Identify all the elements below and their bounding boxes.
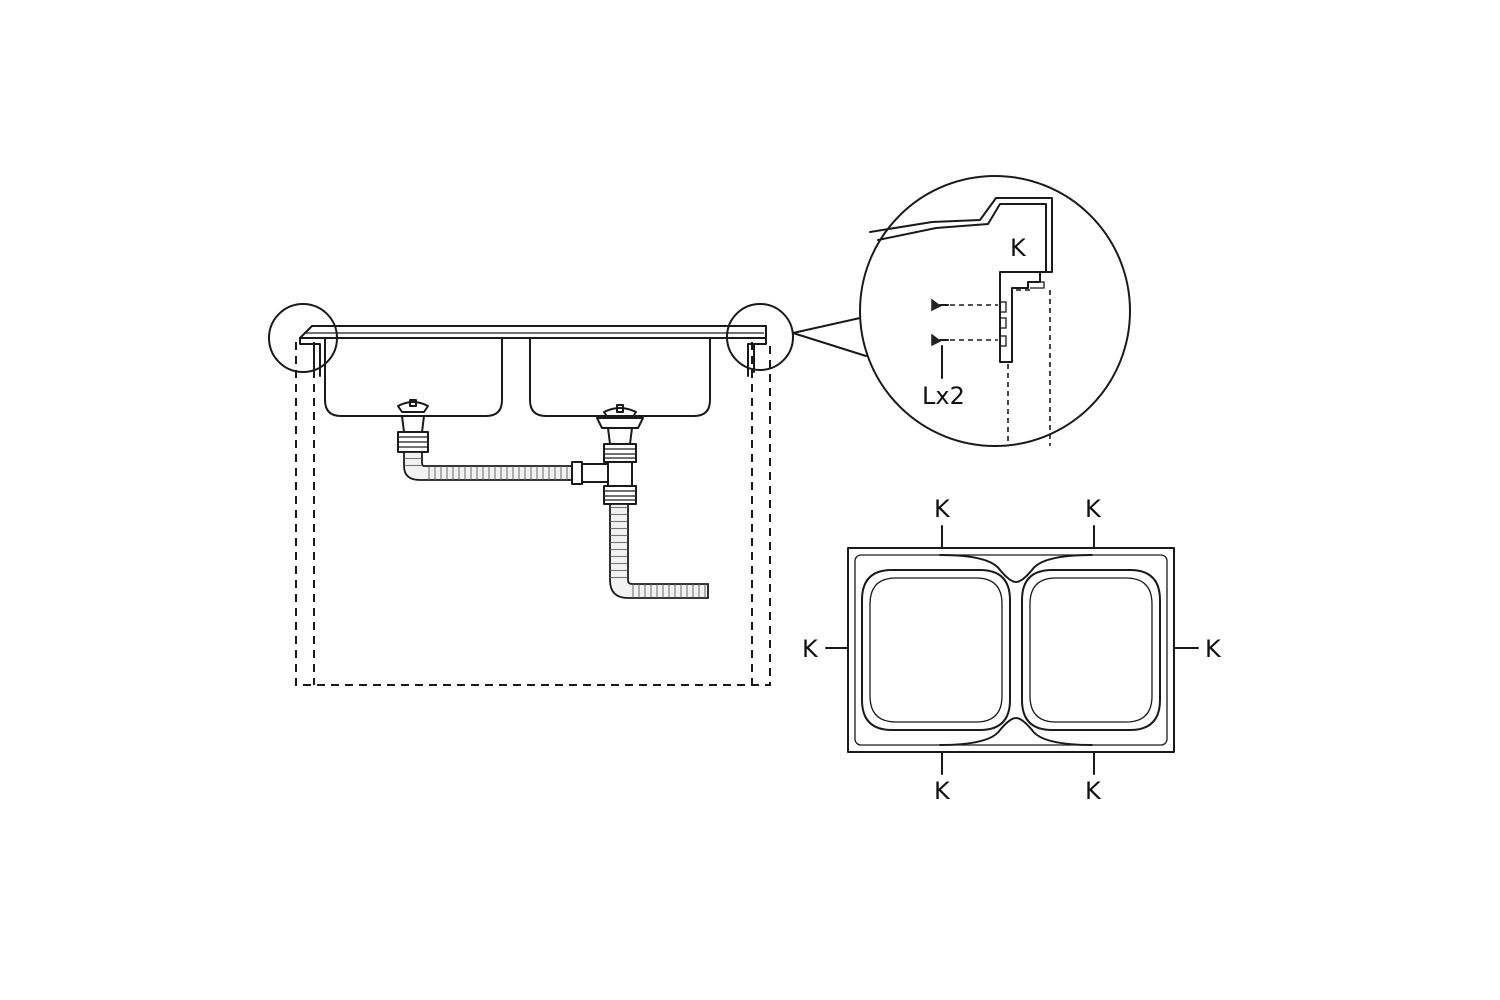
clip-label-detail: K [1010,234,1027,262]
cabinet-outline [295,342,771,686]
bowl-right [529,337,711,417]
overflow-hose [403,451,583,485]
bowl-left-top [861,569,1011,731]
detail-circle-right [726,303,794,371]
clip-label-right: K [1205,635,1222,663]
side-view [268,303,794,686]
detail-callout: Lx2 K [792,175,1131,447]
clip-label-top-right: K [1085,495,1102,523]
bowl-right-top [1021,569,1161,731]
screw-icon [931,333,998,347]
strainer-left [397,399,429,453]
clip-label-bottom-left: K [934,777,951,805]
callout-pointer [792,317,867,357]
top-view: K K K K K K [802,495,1222,805]
screw-label: Lx2 [922,382,965,410]
bowl-left [324,337,503,417]
strainer-right [596,404,644,463]
drain-hose [609,503,709,599]
screw-icon [931,298,998,312]
clip-label-top-left: K [934,495,951,523]
t-connector [581,461,637,505]
detail-circle-left [268,303,338,373]
clip-label-bottom-right: K [1085,777,1102,805]
clip-label-left: K [802,635,819,663]
detail-magnified-circle [859,175,1131,447]
sink-rim [299,325,767,377]
sink-frame [847,547,1175,753]
